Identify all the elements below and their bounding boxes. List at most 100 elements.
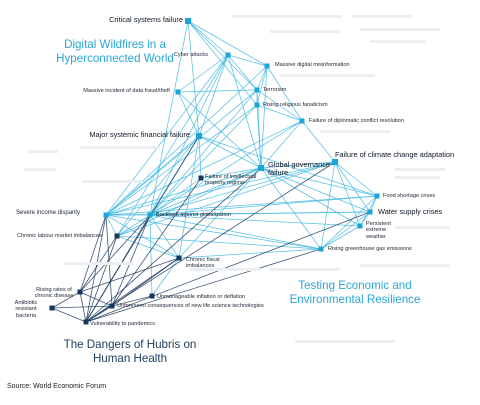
- risk-node-chronic-disease: [77, 289, 83, 295]
- risk-link: [187, 20, 229, 56]
- risk-node-financial: [196, 133, 202, 139]
- label-inflation-deflation: Unmanageable inflation or deflation: [157, 294, 246, 300]
- risk-link: [149, 104, 258, 216]
- risk-link: [85, 161, 336, 323]
- risk-link: [260, 167, 378, 197]
- risk-link: [256, 104, 262, 169]
- risk-link: [187, 20, 258, 91]
- ghost-label: [28, 150, 58, 153]
- risk-node-income: [103, 212, 109, 218]
- label-chronic-fiscal-imbalances: Chronic fiscal imbalances: [186, 257, 220, 270]
- risk-link: [111, 177, 202, 307]
- risk-link: [105, 104, 258, 216]
- risk-link: [227, 54, 268, 67]
- ghost-label: [64, 262, 134, 265]
- risk-link: [105, 214, 118, 237]
- risk-link: [177, 91, 262, 169]
- risk-link: [116, 135, 200, 237]
- risk-link: [178, 167, 262, 259]
- risk-link: [149, 177, 202, 216]
- risk-node-ip: [198, 175, 204, 181]
- cluster-title-digital-wildfires: Digital Wildfires in a Hyperconnected Wo…: [56, 38, 174, 65]
- label-food-shortage: Food shortage crises: [383, 193, 436, 199]
- risk-link: [200, 167, 262, 179]
- ghost-label: [270, 30, 340, 33]
- risk-node-critical: [185, 18, 191, 24]
- risk-link: [198, 54, 229, 137]
- risk-link: [51, 291, 81, 309]
- risk-link: [116, 235, 322, 250]
- risk-link: [105, 161, 336, 216]
- risk-node-terror: [254, 87, 260, 93]
- risk-link: [151, 257, 180, 297]
- risk-link: [187, 20, 200, 137]
- risk-link: [79, 257, 180, 293]
- risk-link: [105, 214, 322, 250]
- risk-link: [256, 65, 268, 91]
- ghost-label: [360, 264, 450, 267]
- risk-node-pandemic: [83, 319, 89, 325]
- risk-link: [334, 161, 361, 227]
- risk-link: [85, 248, 322, 323]
- ghost-label: [190, 268, 260, 271]
- ghost-label: [270, 268, 340, 271]
- label-persistent-extreme-weather: Persistent extreme weather: [366, 221, 391, 240]
- label-terrorism: Terrorism: [263, 87, 287, 93]
- label-major-systemic-financial-failure: Major systemic financial failure: [89, 130, 190, 139]
- risk-node-misinfo: [264, 63, 270, 69]
- risk-link: [227, 54, 262, 169]
- risk-link: [116, 214, 151, 237]
- ghost-label: [320, 130, 390, 133]
- risk-link: [260, 65, 268, 169]
- risk-link: [149, 20, 189, 216]
- risk-link: [85, 257, 180, 323]
- risk-link: [198, 135, 378, 197]
- risk-link: [51, 307, 87, 323]
- label-global-governance-failure: Global governance failure: [268, 160, 331, 178]
- label-rising-religious-fanaticism: Rising religious fanaticism: [263, 102, 328, 108]
- ghost-label: [370, 40, 425, 43]
- label-rising-ghg-emissions: Rising greenhouse gas emissions: [328, 246, 412, 252]
- risk-link: [266, 65, 303, 122]
- risk-link: [198, 135, 202, 179]
- risk-link: [116, 54, 229, 237]
- risk-link: [187, 20, 268, 67]
- label-antibiotic-resistant: Antibiotic resistant bacteria: [14, 300, 38, 319]
- label-failure-ip-regime: Failure of intellectual property regime: [205, 174, 257, 187]
- risk-link: [51, 305, 113, 309]
- risk-link: [260, 161, 336, 169]
- risk-link: [85, 235, 118, 323]
- risk-node-diplomatic: [299, 118, 305, 124]
- risk-link: [85, 211, 371, 323]
- risk-link: [260, 167, 361, 227]
- label-vulnerability-pandemics: Vulnerability to pandemics: [90, 321, 156, 327]
- risk-link: [320, 225, 361, 250]
- risk-link: [149, 214, 153, 297]
- risk-node-antibiotic: [49, 305, 55, 311]
- ghost-label: [360, 28, 440, 31]
- risk-node-ghg: [318, 246, 324, 252]
- label-failure-climate-change-adaptation: Failure of climate change adaptation: [335, 150, 455, 159]
- risk-node-governance: [258, 165, 264, 171]
- risk-links: [51, 20, 378, 323]
- risk-node-water: [367, 209, 373, 215]
- risk-link: [149, 89, 258, 216]
- risk-link: [256, 104, 303, 122]
- label-severe-income-disparity: Severe income disparity: [16, 210, 81, 216]
- ghost-label: [24, 168, 56, 171]
- risk-link: [320, 211, 371, 250]
- source-note: Source: World Economic Forum: [7, 383, 107, 390]
- ghost-label: [295, 340, 395, 343]
- risk-link: [177, 54, 229, 93]
- risk-link: [149, 214, 361, 227]
- risk-node-unforeseen: [109, 303, 115, 309]
- risk-link: [187, 20, 258, 106]
- cluster-title-dangers-of-hubris: The Dangers of Hubris on Human Health: [63, 338, 197, 365]
- ghost-label: [352, 15, 412, 18]
- label-massive-digital-misinformation: Massive digital misinformation: [275, 62, 350, 68]
- ghost-label: [232, 15, 342, 18]
- label-unforeseen-life-science: Unforeseen consequences of new life scie…: [117, 303, 264, 309]
- risk-link: [79, 214, 151, 293]
- ghost-label: [280, 74, 375, 77]
